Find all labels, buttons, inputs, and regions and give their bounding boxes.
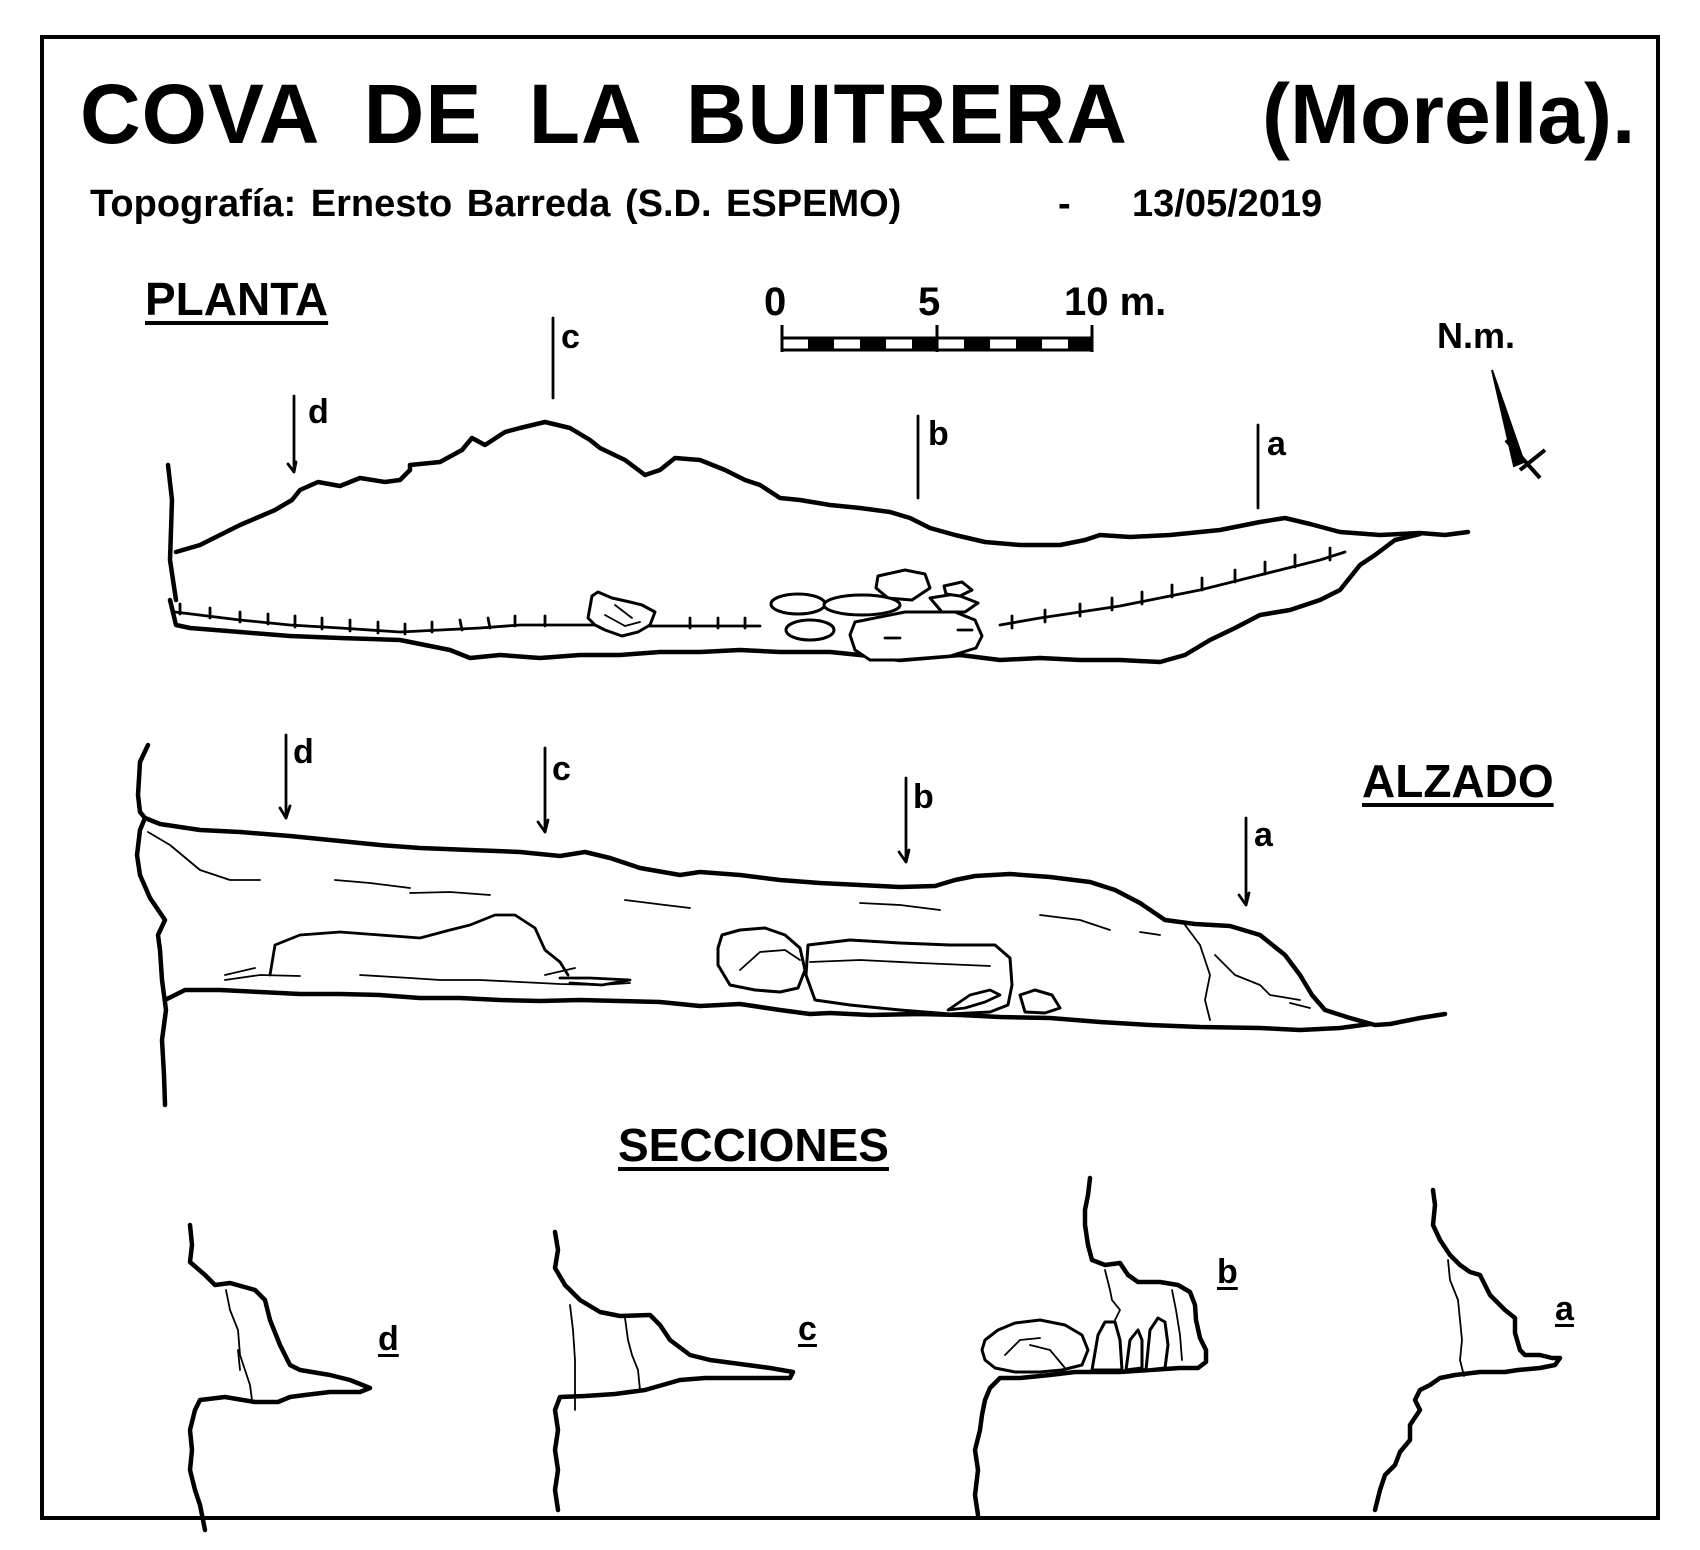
section-b-drawing <box>972 1175 1209 1518</box>
section-label-b: b <box>1217 1253 1238 1291</box>
elevation-view-heading: ALZADO <box>1362 755 1554 807</box>
scale-label-5: 5 <box>918 280 941 324</box>
survey-credits: Topografía: Ernesto Barreda (S.D. ESPEMO… <box>90 183 902 225</box>
scale-label-10: 10 m. <box>1064 280 1167 324</box>
credits-separator: - <box>1058 183 1071 225</box>
north-label: N.m. <box>1437 315 1516 356</box>
section-c-drawing <box>552 1229 796 1513</box>
section-label-a: a <box>1555 1290 1574 1328</box>
elevation-marker-a: a <box>1254 816 1273 854</box>
survey-date: 13/05/2019 <box>1132 183 1323 225</box>
sections-heading: SECCIONES <box>618 1119 889 1171</box>
plan-view-heading: PLANTA <box>145 273 329 325</box>
drip-line-ticks <box>178 602 747 636</box>
elevation-view-drawing <box>134 742 1448 1108</box>
plan-section-markers <box>286 316 1260 510</box>
plan-view-drawing <box>165 419 1471 665</box>
survey-location: (Morella). <box>1262 67 1636 161</box>
elevation-marker-d: d <box>293 733 314 771</box>
plan-marker-b: b <box>928 415 949 453</box>
elevation-marker-b: b <box>913 778 934 816</box>
scale-label-0: 0 <box>764 280 787 324</box>
section-d-drawing <box>187 1222 373 1533</box>
section-label-d: d <box>378 1320 399 1358</box>
scale-bar <box>780 325 1094 352</box>
plan-marker-c: c <box>561 318 580 356</box>
section-label-c: c <box>798 1310 817 1348</box>
elevation-marker-c: c <box>552 750 571 788</box>
section-a-drawing <box>1372 1187 1563 1513</box>
survey-title: COVA DE LA BUITRERA <box>80 67 1128 161</box>
map-frame <box>40 35 1660 1520</box>
elevation-section-markers <box>278 733 1251 907</box>
plan-marker-a: a <box>1267 425 1286 463</box>
north-arrow-icon <box>1491 369 1547 480</box>
plan-marker-d: d <box>308 393 329 431</box>
